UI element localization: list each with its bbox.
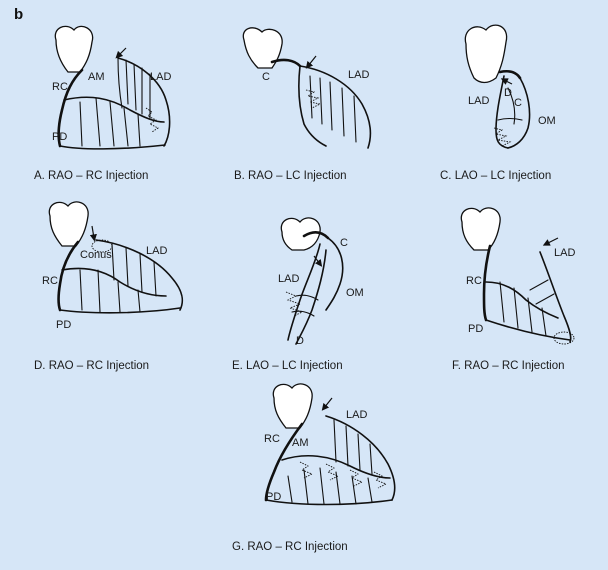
panel-e-label-d: D [296, 335, 304, 347]
panel-b-collateral [305, 89, 322, 109]
panel-a-label-rc: RC [52, 81, 68, 93]
panel-g-lad-artery [325, 415, 396, 501]
panel-e-label-lad: LAD [278, 273, 299, 285]
panel-c-om-artery [507, 77, 531, 149]
panel-g-rc-artery [264, 422, 304, 502]
panel-c-lad-artery [495, 75, 509, 149]
panel-d-aorta [48, 201, 89, 247]
panel-d-caption: D. RAO – RC Injection [34, 360, 150, 372]
panel-d-rc-artery [57, 240, 80, 312]
panel-a-aorta [54, 25, 94, 73]
panel-c-aorta [464, 24, 508, 84]
panel-g-label-pd: PD [266, 491, 281, 503]
panel-a-diagram: RC AM LAD PD [52, 25, 171, 150]
panel-a-rc-artery [57, 68, 84, 148]
panel-g-aorta [272, 383, 313, 429]
panel-d-pd-artery [59, 307, 181, 314]
panel-f-pd-artery [485, 319, 571, 341]
panel-a-label-pd: PD [52, 131, 67, 143]
panel-d-label-rc: RC [42, 275, 58, 287]
panel-b-lad-artery [299, 65, 372, 149]
panel-g-label-lad: LAD [346, 409, 367, 421]
panel-g-pd-artery [265, 499, 393, 506]
panel-c-arrow [500, 78, 513, 85]
panel-f-diagram: LAD RC PD [460, 207, 575, 345]
panel-g-label-am: AM [292, 437, 309, 449]
panel-b-left-main [270, 58, 302, 68]
panel-d-label-pd: PD [56, 319, 71, 331]
panel-f-arrow [542, 237, 559, 246]
panel-e-diagram: C LAD OM D [278, 217, 364, 347]
panel-g-collateral-2 [325, 463, 340, 481]
panel-f-label-pd: PD [468, 323, 483, 335]
panel-c-label-d: D [504, 87, 512, 99]
panel-c-label-lad: LAD [468, 95, 489, 107]
panel-a-pd-artery [59, 144, 166, 150]
panel-d-lad-artery [95, 239, 184, 311]
panel-b-diagram: C LAD [242, 27, 372, 149]
panel-f-rc-artery [482, 244, 492, 322]
panel-f-lad-artery [539, 251, 572, 343]
panel-c-label-om: OM [538, 115, 556, 127]
panel-g-label-rc: RC [264, 433, 280, 445]
panel-g-collateral-4 [373, 471, 388, 489]
panel-f-caption: F. RAO – RC Injection [452, 360, 565, 372]
panel-g-caption: G. RAO – RC Injection [232, 541, 348, 553]
panel-d-label-conus: Conus [80, 249, 112, 261]
panel-c-collateral [493, 127, 512, 147]
panel-c-diagram: LAD D C OM [464, 24, 556, 149]
panel-f-label-rc: RC [466, 275, 482, 287]
panel-b-aorta [242, 27, 283, 69]
panel-e-left-main [302, 231, 330, 240]
panel-e-arrow [313, 255, 323, 267]
panel-g-collateral-3 [349, 469, 364, 487]
panel-g-am-artery [281, 454, 391, 479]
panel-g-diagram: RC AM LAD PD [264, 383, 396, 506]
panel-d-conus-collateral [91, 239, 113, 253]
panel-e-label-om: OM [346, 287, 364, 299]
panel-b-label-lad: LAD [348, 69, 369, 81]
panel-d-diagram: Conus LAD RC PD [42, 201, 184, 331]
panel-c-label-c: C [514, 97, 522, 109]
panel-b-c-artery [298, 65, 327, 147]
panel-c-caption: C. LAO – LC Injection [440, 170, 552, 182]
panel-b-caption: B. RAO – LC Injection [234, 170, 347, 182]
panel-f-collateral [553, 331, 575, 345]
panel-e-caption: E. LAO – LC Injection [232, 360, 343, 372]
panel-f-label-lad: LAD [554, 247, 575, 259]
panel-c-left-main [498, 69, 522, 80]
panel-e-aorta [280, 217, 321, 251]
panel-b-label-c: C [262, 71, 270, 83]
figure-letter: b [14, 6, 24, 23]
panel-d-arrow [89, 225, 97, 242]
panel-a-arrow [115, 47, 127, 59]
panel-a-label-am: AM [88, 71, 105, 83]
panel-e-label-c: C [340, 237, 348, 249]
panel-a-collateral [145, 107, 159, 133]
panel-e-c-artery [325, 237, 344, 311]
panel-a-caption: A. RAO – RC Injection [34, 170, 149, 182]
panel-f-aorta [460, 207, 501, 251]
panel-d-label-lad: LAD [146, 245, 167, 257]
panel-a-lad-artery [117, 57, 171, 147]
panel-g-collateral-1 [299, 461, 314, 479]
panel-b-arrow [305, 55, 317, 69]
panel-a-label-lad: LAD [150, 71, 171, 83]
panel-g-arrow [321, 397, 333, 411]
